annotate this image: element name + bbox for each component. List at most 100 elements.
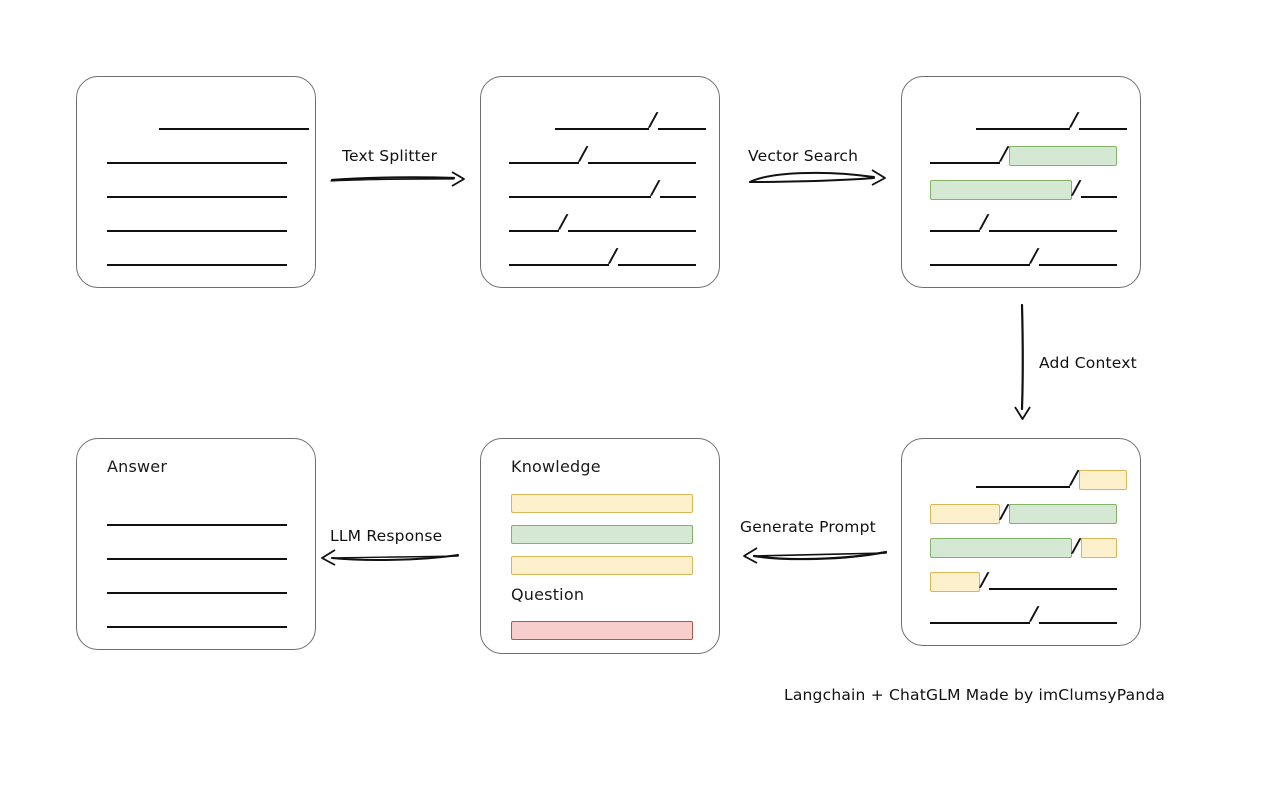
text-line-segment <box>509 249 609 267</box>
slash-separator: / <box>1072 176 1081 199</box>
connector-label-llm-response: LLM Response <box>330 527 443 545</box>
text-line: / <box>930 176 1117 200</box>
text-line: / <box>930 534 1117 558</box>
source-document-card[interactable] <box>76 76 316 288</box>
highlighted-chunk-green <box>1008 146 1117 166</box>
text-line-segment <box>659 181 696 199</box>
retrieved-document-rows: / / / / / <box>930 108 1128 277</box>
knowledge-chunk-bar <box>511 525 693 544</box>
slash-separator: / <box>1070 108 1079 131</box>
text-line-segment <box>587 147 696 165</box>
slash-separator: / <box>579 142 588 165</box>
text-line-segment <box>107 249 287 267</box>
highlighted-chunk-yellow <box>1080 538 1117 558</box>
text-line: / <box>509 244 696 267</box>
slash-separator: / <box>980 568 989 591</box>
slash-separator: / <box>1070 466 1079 489</box>
text-line: / <box>930 210 1117 233</box>
text-line: / <box>930 143 1117 166</box>
text-line <box>107 113 309 131</box>
slash-separator: / <box>1072 534 1081 557</box>
text-line <box>107 509 287 527</box>
connector-text-splitter <box>330 168 466 190</box>
retrieved-document-card[interactable]: / / / / / <box>901 76 1141 288</box>
connector-add-context <box>1011 303 1035 421</box>
question-bar <box>511 621 693 640</box>
slash-separator: / <box>609 244 618 267</box>
slash-separator: / <box>651 176 660 199</box>
highlighted-chunk-green <box>930 180 1072 200</box>
text-line-segment <box>976 113 1070 131</box>
text-line-segment <box>930 249 1030 267</box>
text-line-segment <box>509 215 559 233</box>
arrow-right-icon <box>330 171 465 187</box>
highlighted-chunk-yellow <box>930 504 1000 524</box>
text-line-segment <box>1078 113 1127 131</box>
text-line-segment <box>930 215 980 233</box>
arrow-right-icon <box>749 169 886 186</box>
text-line-segment <box>1080 181 1117 199</box>
line-indent <box>930 471 976 489</box>
text-line-segment <box>988 573 1117 591</box>
text-line-segment <box>1038 249 1117 267</box>
arrow-left-icon <box>743 547 888 564</box>
answer-rows <box>107 509 301 639</box>
text-line-segment <box>107 147 287 165</box>
arrow-down-icon <box>1014 303 1031 420</box>
text-line-segment <box>617 249 696 267</box>
context-document-card[interactable]: ///// <box>901 438 1141 646</box>
source-document-rows <box>107 113 309 277</box>
text-line <box>107 215 287 233</box>
text-line-segment <box>930 147 1000 165</box>
text-line-segment <box>976 471 1070 489</box>
text-line-segment <box>509 181 651 199</box>
text-line-segment <box>107 509 287 527</box>
line-indent <box>107 113 159 131</box>
text-line-segment <box>930 607 1030 625</box>
text-line: / <box>509 210 696 233</box>
question-label: Question <box>511 585 585 604</box>
knowledge-chunk-bar <box>511 494 693 513</box>
text-line-segment <box>159 113 309 131</box>
text-line: / <box>509 176 696 199</box>
text-line <box>107 181 287 199</box>
text-line-segment <box>988 215 1117 233</box>
slash-separator: / <box>649 108 658 131</box>
connector-llm-response <box>318 545 460 569</box>
text-line <box>107 543 287 561</box>
answer-card[interactable]: Answer <box>76 438 316 650</box>
text-line <box>107 611 287 629</box>
text-line-segment <box>1038 607 1117 625</box>
connector-generate-prompt <box>740 543 888 567</box>
connector-label-vector-search: Vector Search <box>748 147 859 165</box>
text-line-segment <box>107 215 287 233</box>
line-indent <box>509 113 555 131</box>
connector-vector-search <box>748 166 888 190</box>
text-line-segment <box>107 181 287 199</box>
slash-separator: / <box>980 210 989 233</box>
text-line-segment <box>657 113 706 131</box>
text-line-segment <box>107 543 287 561</box>
prompt-card[interactable]: Knowledge Question <box>480 438 720 654</box>
text-line <box>107 577 287 595</box>
context-document-rows: ///// <box>930 466 1128 635</box>
slash-separator: / <box>559 210 568 233</box>
knowledge-chunk-bar <box>511 556 693 575</box>
line-indent <box>930 113 976 131</box>
text-line-segment <box>509 147 579 165</box>
highlighted-chunk-green <box>930 538 1072 558</box>
answer-label: Answer <box>107 457 168 476</box>
split-document-card[interactable]: / / / / / <box>480 76 720 288</box>
text-line: / <box>930 568 1117 592</box>
text-line <box>107 249 287 267</box>
text-line: / <box>930 108 1127 131</box>
slash-separator: / <box>1030 244 1039 267</box>
connector-label-add-context: Add Context <box>1039 354 1137 372</box>
text-line: / <box>930 466 1127 490</box>
highlighted-chunk-yellow <box>930 572 980 592</box>
text-line: / <box>930 244 1117 267</box>
highlighted-chunk-yellow <box>1078 470 1127 490</box>
connector-label-generate-prompt: Generate Prompt <box>740 518 876 536</box>
text-line-segment <box>555 113 649 131</box>
